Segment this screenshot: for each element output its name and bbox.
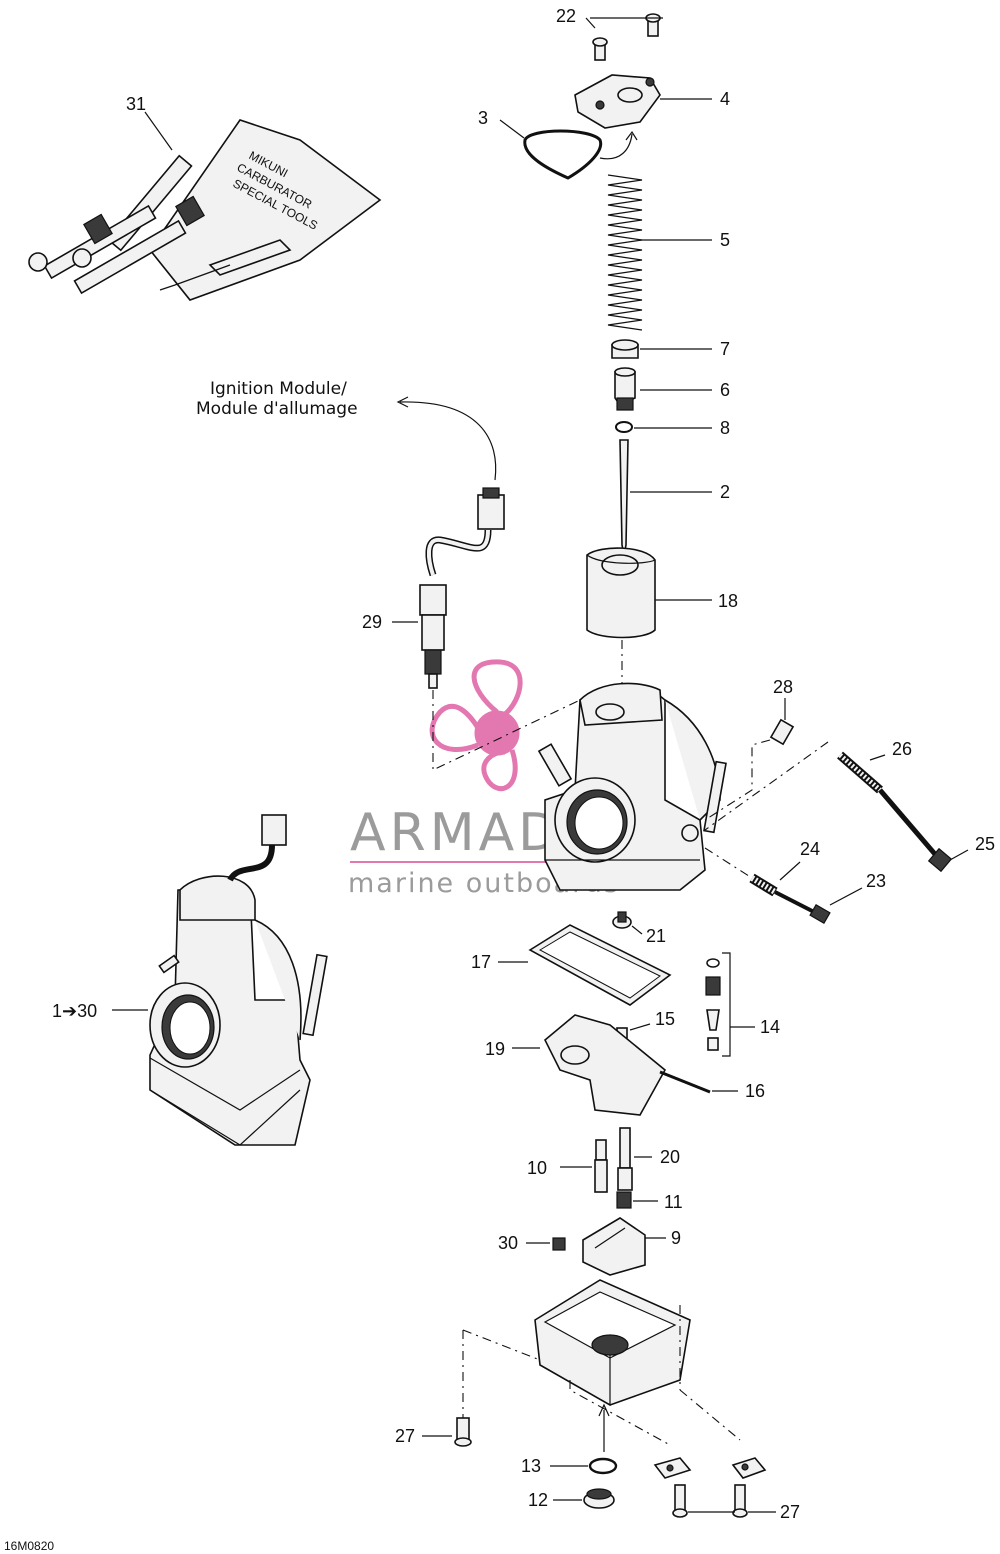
callout-13: 13 (521, 1456, 541, 1476)
carburetor-body (537, 682, 727, 891)
callout-11: 11 (664, 1192, 683, 1212)
callout-8: 8 (720, 418, 730, 438)
needle-holder-6 (614, 367, 636, 411)
callout-7: 7 (720, 339, 730, 359)
callout-2: 2 (720, 482, 730, 502)
spring-24 (749, 873, 778, 897)
tool-kit-31 (28, 119, 382, 301)
bracket-left (653, 1457, 692, 1479)
callout-16: 16 (745, 1081, 765, 1101)
assembled-carburetor (149, 814, 328, 1146)
callout-27-right: 27 (780, 1502, 800, 1522)
callout-22: 22 (556, 6, 576, 26)
top-cover-4 (574, 74, 661, 129)
o-ring-13 (588, 1457, 618, 1475)
callout-10: 10 (527, 1158, 547, 1178)
screw-27-left (454, 1417, 472, 1447)
callout-26: 26 (892, 739, 912, 759)
callout-17: 17 (471, 952, 491, 972)
callout-19: 19 (485, 1039, 505, 1059)
callout-12: 12 (528, 1490, 548, 1510)
watermark-logo (350, 659, 640, 863)
throttle-sensor-29 (419, 584, 447, 689)
callout-5: 5 (720, 230, 730, 250)
main-jet-11 (616, 1191, 632, 1209)
needle-jet-20 (617, 1127, 633, 1191)
gasket-3 (523, 129, 603, 180)
callout-4: 4 (720, 89, 730, 109)
ignition-label-en: Ignition Module/ (210, 379, 347, 399)
pilot-jet-10 (594, 1139, 608, 1193)
screw-22-right (645, 13, 661, 37)
callout-6: 6 (720, 380, 730, 400)
spring-5 (607, 174, 643, 331)
callout-23: 23 (866, 871, 886, 891)
callout-29: 29 (362, 612, 382, 632)
callout-31: 31 (126, 94, 146, 114)
ignition-label-fr: Module d'allumage (196, 399, 358, 419)
callout-14: 14 (760, 1017, 780, 1037)
screw-27-right-b (732, 1484, 748, 1518)
callout-28: 28 (773, 677, 793, 697)
connector-plug (477, 487, 505, 530)
float-19 (544, 1014, 667, 1116)
jet-21 (612, 911, 632, 929)
float-pin-16 (659, 1070, 711, 1094)
callout-9: 9 (671, 1228, 681, 1248)
bracket-right (731, 1457, 767, 1479)
screw-22-left (592, 37, 608, 61)
drain-plug-12 (583, 1488, 615, 1509)
float-bowl (534, 1279, 691, 1407)
pilot-screw-23 (774, 890, 831, 925)
screw-28 (769, 718, 795, 746)
spring-seat-7 (611, 339, 639, 359)
callout-1-to-30: 1➔30 (52, 1001, 97, 1021)
figure-code: 16M0820 (4, 1539, 54, 1553)
plug-30 (552, 1237, 566, 1251)
baffle-9 (582, 1217, 646, 1276)
jet-needle-2 (619, 439, 629, 556)
callout-18: 18 (718, 591, 738, 611)
callout-24: 24 (800, 839, 820, 859)
needle-valve-kit-14 (705, 958, 721, 1051)
callout-21: 21 (646, 926, 666, 946)
callout-30: 30 (498, 1233, 518, 1253)
e-clip-8 (615, 421, 633, 433)
callout-27-left: 27 (395, 1426, 415, 1446)
throttle-valve-18 (586, 547, 656, 639)
screw-27-right-a (672, 1484, 688, 1518)
callout-25: 25 (975, 834, 995, 854)
callout-20: 20 (660, 1147, 680, 1167)
callout-3: 3 (478, 108, 488, 128)
callout-15: 15 (655, 1009, 675, 1029)
spring-26 (837, 751, 883, 794)
float-chamber-gasket-17 (528, 924, 672, 1006)
adjust-screw-25 (878, 788, 953, 873)
